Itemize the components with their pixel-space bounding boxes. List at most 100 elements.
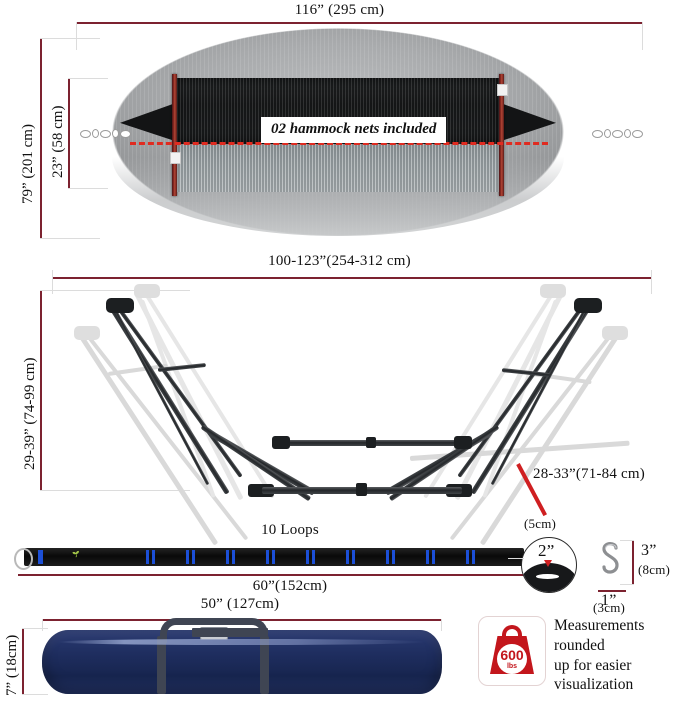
stand-width-label: 100-123”(254-312 cm) — [268, 253, 411, 269]
stand-height-ext-bottom — [40, 490, 190, 491]
strap-loop — [266, 550, 269, 564]
strap-loop — [312, 550, 315, 564]
stand-ghost-joint — [134, 284, 160, 298]
strap-loop — [346, 550, 349, 564]
strap-loop — [392, 550, 395, 564]
hammock-net-ext-bottom — [68, 188, 108, 189]
strap-loop — [232, 550, 235, 564]
shook-height-metric-label: (8cm) — [638, 562, 671, 577]
strap-loop-arrow-icon — [544, 560, 552, 567]
bag-strap-left — [157, 636, 166, 694]
stand-top-joint-left — [106, 298, 134, 313]
strap-callout-leader — [508, 558, 524, 559]
strap-loop-opening — [536, 574, 559, 580]
stand-upper-rail-end-left — [272, 436, 290, 449]
weight-handle-icon — [502, 625, 522, 640]
stand-depth-label: 28-33”(71-84 cm) — [533, 466, 645, 482]
chain-link-icon — [92, 129, 99, 138]
weight-icon: 600 lbs — [488, 625, 536, 677]
strap-loop — [466, 550, 469, 564]
hammock-chain-right — [592, 129, 643, 138]
strap-length-dimline — [18, 574, 524, 576]
shook-height-ext-bottom — [620, 584, 634, 585]
stand-illustration — [50, 284, 650, 546]
strap-loop — [38, 550, 43, 564]
strap-length-label: 60”(152cm) — [252, 578, 328, 594]
bag-height-ext-bottom — [22, 694, 48, 695]
bag-cinch-strap — [192, 628, 268, 637]
strap-loop — [152, 550, 155, 564]
strap-loop — [426, 550, 429, 564]
chain-link-icon — [80, 129, 91, 138]
bag-width-label: 50” (127cm) — [200, 596, 280, 612]
chain-link-icon — [632, 129, 643, 138]
stand-upper-rail-end-right — [454, 436, 472, 449]
shook-height-ext-top — [620, 540, 634, 541]
strap-illustration: 🌱 — [24, 548, 524, 566]
strap-loop — [306, 550, 309, 564]
strap-panel: 10 Loops 🌱 60”(152cm) — [0, 512, 679, 609]
strap-loop — [432, 550, 435, 564]
hammock-width-dimline — [76, 22, 643, 24]
strap-loop — [186, 550, 189, 564]
bag-illustration — [42, 618, 442, 694]
strap-loop — [226, 550, 229, 564]
bag-height-ext-top — [22, 628, 48, 629]
chain-link-icon — [112, 129, 119, 138]
stand-top-joint-right — [574, 298, 602, 313]
hammock-net-height-label: 23” (58 cm) — [50, 105, 66, 178]
shook-width-dimline — [598, 590, 626, 592]
chain-link-icon — [612, 129, 623, 138]
stand-height-label: 29-39” (74-99 cm) — [22, 357, 38, 470]
hammock-nets-included-badge: 02 hammock nets included — [262, 118, 446, 142]
hammock-spreader-bar-right — [499, 74, 504, 196]
stand-height-dimline — [40, 290, 42, 490]
strap-loop — [192, 550, 195, 564]
bag-width-ext-right — [441, 619, 442, 631]
weight-capacity-unit: lbs — [506, 663, 518, 670]
bag-strap-right — [260, 636, 269, 694]
strap-loop — [472, 550, 475, 564]
weight-capacity-badge: 600 lbs — [478, 616, 546, 686]
weight-capacity-value: 600 — [500, 647, 524, 663]
stand-ghost-joint — [74, 326, 100, 340]
s-hook-icon — [602, 542, 619, 574]
hammock-net-dark-band — [174, 78, 502, 144]
hammock-width-ext-left — [76, 22, 77, 50]
strap-loop — [272, 550, 275, 564]
hammock-spreader-bar-left — [172, 74, 177, 196]
stand-upper-rail-connector — [366, 437, 376, 448]
chain-link-icon — [604, 129, 611, 138]
hammock-centerline — [130, 142, 548, 145]
shook-height-dimline — [632, 540, 634, 584]
chain-link-icon — [592, 129, 603, 138]
shook-height-label: 3” — [641, 542, 657, 559]
hammock-net-height-dimline — [68, 78, 70, 188]
hammock-height-ext-top — [40, 38, 100, 39]
strap-loop — [352, 550, 355, 564]
hammock-chain-left — [80, 129, 131, 138]
strap-loops-label: 10 Loops — [261, 522, 319, 538]
metal-ring-icon — [14, 548, 33, 570]
chain-link-icon — [100, 129, 111, 138]
hammock-panel: 116” (295 cm) 79” (201 cm) 23” (58 cm) — [0, 0, 679, 250]
hammock-net-light-band — [174, 144, 502, 192]
hammock-height-label: 79” (201 cm) — [20, 124, 36, 204]
hammock-width-ext-right — [642, 22, 643, 50]
stand-ghost-joint — [540, 284, 566, 298]
hammock-width-label: 116” (295 cm) — [294, 2, 385, 18]
measurement-note: Measurements rounded up for easier visua… — [554, 617, 645, 694]
strap-loop — [386, 550, 389, 564]
strap-loop — [146, 550, 149, 564]
weight-value-disc: 600 lbs — [497, 644, 527, 674]
shook-width-label: 1” — [601, 592, 617, 609]
bag-width-ext-left — [42, 619, 43, 631]
chain-link-icon — [624, 129, 631, 138]
stand-panel: 100-123”(254-312 cm) 29-39” (74-99 cm) — [0, 250, 679, 546]
chain-link-icon — [120, 129, 131, 138]
bag-height-dimline — [22, 628, 24, 694]
s-hook-illustration — [596, 540, 624, 586]
stand-base-rail-connector — [356, 483, 367, 496]
stand-width-ext-left — [52, 270, 53, 294]
